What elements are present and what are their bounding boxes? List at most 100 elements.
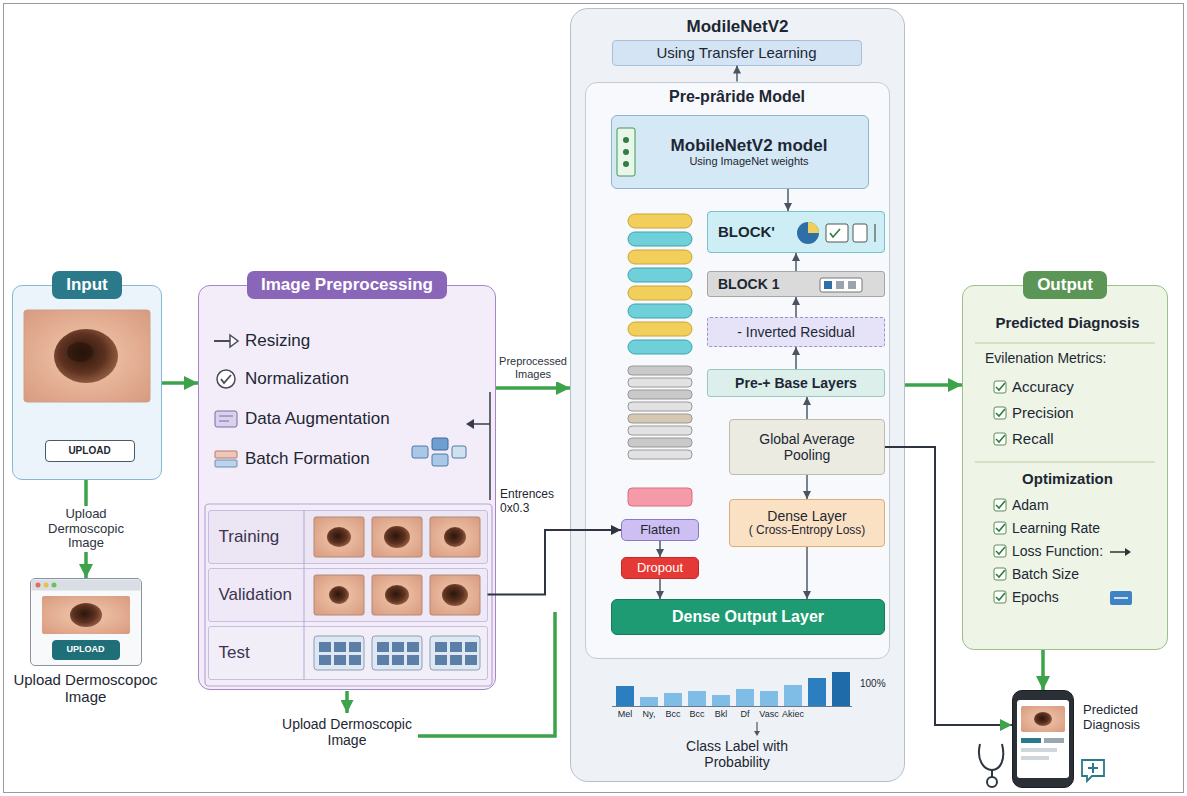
chat-plus-icon [1088, 767, 1098, 769]
layer-stack [628, 268, 692, 282]
chat-plus-icon [1082, 760, 1104, 781]
training-thumbnails [430, 517, 480, 557]
augmentation-icon [215, 411, 237, 427]
box-label: Flatten [640, 523, 680, 538]
layer-stack [628, 286, 692, 300]
checkbox-icon [994, 499, 1006, 511]
browser-chrome [32, 580, 141, 635]
step-label: Batch Formation [245, 449, 370, 469]
training-thumbnails [372, 517, 422, 557]
axis-value: 100% [860, 678, 886, 690]
batch-stack-icon [452, 446, 466, 458]
checkbox-icon [994, 545, 1006, 557]
edge-label-patch: Upload Dermoscopic Image [30, 506, 142, 553]
layer-stack [628, 450, 692, 459]
checkbox-icon [996, 524, 1005, 531]
class-tick-slot: Bcc [685, 709, 709, 719]
small-icon [1110, 548, 1132, 605]
layer-stack [628, 250, 692, 264]
class-tick-slot: Bkl [709, 709, 733, 719]
training-thumbnails [327, 527, 351, 547]
phone-screen [1021, 738, 1041, 743]
connector [787, 189, 789, 211]
connector [659, 541, 661, 557]
test-batch-grid [465, 655, 477, 665]
box-label: BLOCK' [718, 223, 775, 240]
block-icons [874, 224, 875, 242]
metric-item-slot: Batch Size [1012, 566, 1079, 582]
batch-icon [215, 451, 237, 458]
section-divider [975, 343, 1155, 462]
box-sublabel: ( Cross-Entropy Loss) [749, 524, 866, 538]
phone-screen [1017, 700, 1069, 778]
connector [806, 475, 808, 499]
class-tick: Akiec [781, 709, 805, 719]
test-batch-grid [435, 655, 447, 665]
stethoscope-icon [979, 744, 1003, 787]
metric-item: Batch Size [1012, 566, 1079, 582]
test-batch-grid [349, 642, 361, 652]
layer-stack [628, 232, 692, 246]
page-frame [4, 4, 1184, 793]
metric-item: Accuracy [1012, 378, 1074, 395]
edge-label-patch: Preprocessed Images [497, 354, 569, 381]
output-panel: Output [962, 285, 1168, 650]
box-label: Using Transfer Learning [656, 44, 816, 61]
box-sublabel: Using ImageNet weights [689, 155, 808, 168]
check-icon [217, 370, 235, 388]
probability-bars [664, 693, 682, 706]
metric-item-slot: Epochs [1012, 589, 1059, 605]
test-batch-grid [450, 655, 462, 665]
class-tick: Bkl [709, 709, 733, 719]
stethoscope-icon [991, 770, 993, 778]
test-batch-grid [319, 655, 331, 665]
checkbox-icon [994, 591, 1006, 603]
transfer-band: Using Transfer Learning [612, 40, 862, 66]
box-label: BLOCK 1 [718, 276, 779, 292]
metric-item-slot: Adam [1012, 497, 1049, 513]
batch-stack-icon [432, 438, 448, 450]
batch-stack-icon [412, 446, 428, 458]
block-box: BLOCK 1 [707, 271, 885, 297]
box-label: Dense Layer [767, 508, 846, 524]
metric-item-slot: Learning Rate [1012, 520, 1100, 536]
box-label: Test [219, 643, 250, 663]
box-label: Validation [219, 585, 292, 605]
test-batch-grid [372, 636, 422, 670]
step-label-slot: Data Augmentation [245, 409, 390, 429]
model-icon [623, 137, 629, 143]
layer-box: - Inverted Residual [707, 317, 885, 347]
validation-thumbnails [329, 586, 349, 604]
block-icons [797, 222, 819, 244]
lesion-image [24, 310, 150, 402]
training-thumbnails [384, 526, 410, 548]
box-label: MobileNetV2 model [671, 136, 828, 156]
test-batch-grid [450, 642, 462, 652]
phone-screen [1021, 748, 1057, 752]
layer-stack [628, 488, 692, 506]
class-tick-slot: Vasc [757, 709, 781, 719]
edge-label: Preprocessed Images [497, 355, 569, 380]
block-icons [797, 222, 875, 292]
feedback-arrow [489, 392, 491, 500]
checkbox-icon [994, 381, 1006, 603]
block-icons [836, 281, 844, 289]
box-label: Upload Dermoscopoc Image [11, 671, 161, 706]
metric-item: Learning Rate [1012, 520, 1100, 536]
section-heading: Optimization [975, 470, 1160, 487]
browser-window: Upload Dermoscopoc ImageUPLOAD [30, 578, 142, 666]
layer-stack [628, 340, 692, 354]
probability-bars [754, 731, 760, 736]
probability-bars [612, 672, 852, 736]
metric-item: Adam [1012, 497, 1049, 513]
probability-bars [736, 689, 754, 706]
model-panel: ModileNetV2Using Transfer LearningPre-pr… [570, 8, 905, 782]
small-icon [1110, 551, 1126, 553]
probability-bars [616, 686, 634, 706]
edge-label: Upload Dermoscopic Image [30, 507, 142, 552]
box-label: Global Average Pooling [738, 431, 876, 463]
browser-chrome [36, 583, 41, 588]
stethoscope-icon [987, 777, 997, 787]
resize-icon [230, 335, 238, 347]
box-label: Image Preprocessing [247, 271, 447, 299]
